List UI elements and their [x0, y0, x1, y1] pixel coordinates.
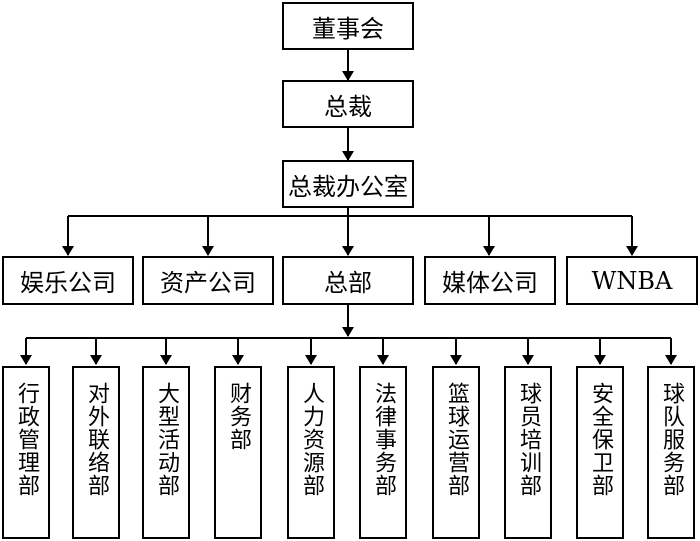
- division-box: 资产公司: [142, 256, 274, 305]
- department-box: 人力资源部: [287, 366, 335, 539]
- department-label: 对外联络部: [84, 382, 109, 497]
- division-box: WNBA: [566, 256, 698, 305]
- division-label: 娱乐公司: [20, 269, 116, 297]
- board-box: 董事会: [282, 2, 414, 50]
- department-label: 法律事务部: [371, 382, 396, 497]
- division-box: 媒体公司: [424, 256, 556, 305]
- department-box: 篮球运营部: [432, 366, 480, 539]
- department-box: 对外联络部: [72, 366, 120, 539]
- division-label: 资产公司: [160, 269, 256, 297]
- department-box: 财务部: [214, 366, 262, 539]
- department-box: 球队服务部: [647, 366, 695, 539]
- department-label: 安全保卫部: [588, 382, 613, 497]
- department-label: 大型活动部: [154, 382, 179, 497]
- department-box: 球员培训部: [504, 366, 552, 539]
- department-label: 人力资源部: [299, 382, 324, 497]
- department-label: 财务部: [226, 382, 251, 451]
- division-box: 娱乐公司: [2, 256, 134, 305]
- department-box: 法律事务部: [359, 366, 407, 539]
- department-label: 球队服务部: [659, 382, 684, 497]
- department-label: 行政管理部: [14, 382, 39, 497]
- president-box: 总裁: [282, 80, 414, 128]
- department-box: 行政管理部: [2, 366, 50, 539]
- division-label: 媒体公司: [442, 269, 538, 297]
- president-office-label: 总裁办公室: [288, 172, 408, 201]
- board-label: 董事会: [312, 14, 384, 43]
- president-label: 总裁: [324, 92, 372, 121]
- division-box: 总部: [282, 256, 414, 305]
- president-office-box: 总裁办公室: [282, 160, 414, 208]
- department-label: 球员培训部: [516, 382, 541, 497]
- department-box: 安全保卫部: [576, 366, 624, 539]
- department-box: 大型活动部: [142, 366, 190, 539]
- division-label: 总部: [324, 269, 372, 297]
- division-label: WNBA: [591, 266, 673, 295]
- department-label: 篮球运营部: [444, 382, 469, 497]
